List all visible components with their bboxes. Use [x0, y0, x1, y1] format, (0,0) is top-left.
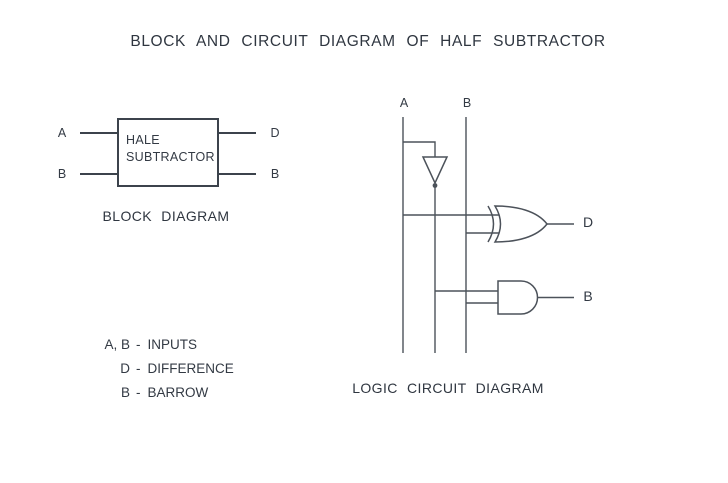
legend: A, B - INPUTS D - DIFFERENCE B - BARROW — [96, 332, 234, 404]
legend-key: D — [120, 360, 130, 376]
and-gate-icon — [497, 280, 539, 315]
logic-circuit-lines — [402, 117, 574, 353]
legend-dash: - — [136, 384, 141, 400]
legend-value: INPUTS — [147, 336, 198, 352]
block-diagram-lines — [80, 118, 256, 187]
xor-gate-icon — [493, 205, 548, 243]
circuit-output-b-label: B — [583, 288, 593, 304]
legend-row-difference: D - DIFFERENCE — [96, 356, 234, 380]
logic-circuit-caption: LOGIC CIRCUIT DIAGRAM — [352, 380, 544, 396]
not-output-dot — [432, 183, 438, 188]
legend-row-barrow: B - BARROW — [96, 380, 234, 404]
block-box — [117, 118, 219, 187]
circuit-output-d-label: D — [582, 214, 594, 230]
block-box-line1: HALE — [126, 133, 160, 147]
legend-dash: - — [136, 360, 141, 376]
block-box-line2: SUBTRACTOR — [126, 150, 215, 164]
legend-value: BARROW — [147, 384, 209, 400]
block-input-a-label: A — [57, 126, 67, 140]
block-box-text: HALE SUBTRACTOR — [126, 132, 215, 166]
block-output-b-label: B — [270, 167, 280, 181]
legend-key: B — [120, 384, 130, 400]
circuit-input-a-label: A — [399, 96, 409, 110]
not-gate-icon — [421, 156, 449, 185]
circuit-input-b-label: B — [462, 96, 472, 110]
block-input-b-label: B — [57, 167, 67, 181]
legend-key: A, B — [104, 336, 130, 352]
not-input-wire — [403, 141, 436, 157]
legend-dash: - — [136, 336, 141, 352]
legend-value: DIFFERENCE — [147, 360, 234, 376]
page-title: BLOCK AND CIRCUIT DIAGRAM OF HALF SUBTRA… — [130, 33, 606, 50]
block-output-d-label: D — [270, 126, 280, 140]
xor-leading-arc — [487, 205, 495, 243]
legend-row-inputs: A, B - INPUTS — [96, 332, 234, 356]
block-diagram-caption: BLOCK DIAGRAM — [102, 208, 230, 224]
